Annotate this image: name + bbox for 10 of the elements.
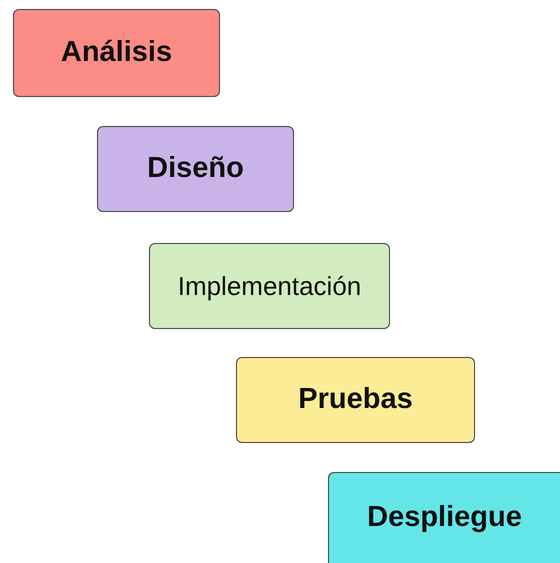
box-label: Despliegue	[367, 500, 522, 536]
box-label: Implementación	[178, 270, 362, 302]
process-box	[13, 9, 220, 97]
process-box	[236, 357, 475, 443]
box-label: Diseño	[147, 151, 244, 186]
process-box	[97, 126, 294, 212]
process-box	[328, 472, 560, 563]
box-label: Pruebas	[298, 382, 413, 418]
process-box	[149, 243, 390, 329]
box-label: Análisis	[60, 35, 172, 70]
